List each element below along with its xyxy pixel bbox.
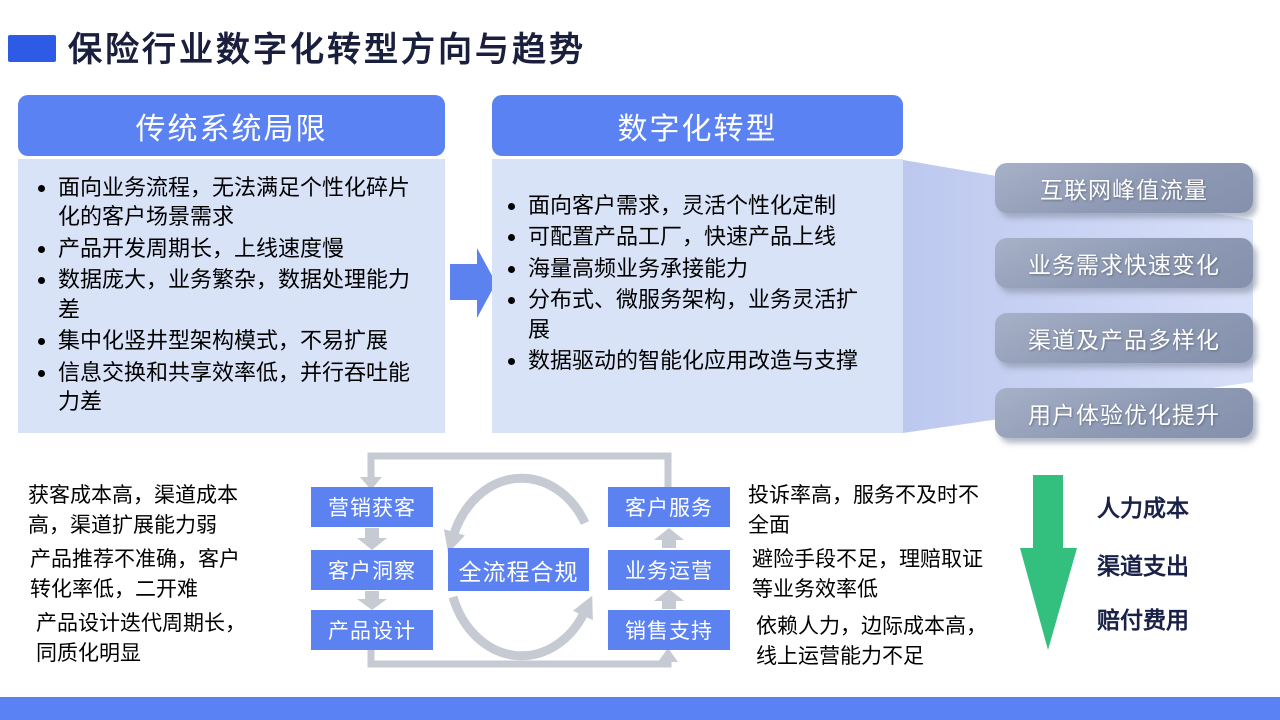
cycle-node-customer-insight: 客户洞察	[311, 550, 433, 590]
transform-panel-body: 面向客户需求，灵活个性化定制 可配置产品工厂，快速产品上线 海量高频业务承接能力…	[492, 159, 903, 433]
cycle-bottom-connector	[367, 649, 672, 668]
page-title: 保险行业数字化转型方向与趋势	[68, 31, 586, 69]
bottom-accent-bar	[0, 697, 1280, 720]
pain-point-manual-operation: 依赖人力，边际成本高，线上运营能力不足	[756, 615, 987, 669]
driver-chip-business-change: 业务需求快速变化	[995, 238, 1253, 288]
green-down-arrow-icon	[1020, 475, 1077, 650]
transform-panel-header: 数字化转型	[492, 95, 903, 156]
bullet-item: 产品开发周期长，上线速度慢	[58, 234, 415, 263]
cycle-node-product-design: 产品设计	[311, 610, 433, 650]
legacy-panel-body: 面向业务流程，无法满足个性化碎片化的客户场景需求 产品开发周期长，上线速度慢 数…	[18, 159, 445, 433]
pain-point-design-iteration: 产品设计迭代周期长，同质化明显	[36, 612, 246, 666]
cost-label-labor: 人力成本	[1097, 495, 1189, 521]
legacy-panel: 传统系统局限 面向业务流程，无法满足个性化碎片化的客户场景需求 产品开发周期长，…	[18, 95, 445, 433]
pain-point-claims-efficiency: 避险手段不足，理赔取证等业务效率低	[752, 548, 983, 602]
pain-point-complaints: 投诉率高，服务不及时不全面	[748, 484, 979, 538]
right-arrow-icon	[450, 248, 496, 318]
bullet-item: 面向业务流程，无法满足个性化碎片化的客户场景需求	[58, 173, 415, 232]
cost-label-claims: 赔付费用	[1097, 607, 1189, 633]
up-arrow-icon	[654, 589, 684, 609]
bullet-item: 数据庞大，业务繁杂，数据处理能力差	[58, 265, 415, 324]
bullet-item: 可配置产品工厂，快速产品上线	[528, 222, 879, 251]
transform-panel: 数字化转型 面向客户需求，灵活个性化定制 可配置产品工厂，快速产品上线 海量高频…	[492, 95, 903, 433]
bullet-item: 面向客户需求，灵活个性化定制	[528, 191, 879, 220]
driver-chip-internet-traffic: 互联网峰值流量	[995, 163, 1253, 213]
bullet-item: 分布式、微服务架构，业务灵活扩展	[528, 285, 879, 344]
title-accent-bar	[8, 35, 56, 62]
up-arrowhead-icon	[658, 648, 678, 662]
cycle-node-customer-service: 客户服务	[608, 487, 730, 527]
cycle-node-sales-support: 销售支持	[608, 610, 730, 650]
up-arrow-icon	[654, 528, 684, 548]
cycle-arc-bottom-icon	[448, 595, 593, 661]
cost-label-channel: 渠道支出	[1097, 553, 1189, 579]
cycle-node-compliance: 全流程合规	[448, 548, 589, 591]
cycle-arc-top-icon	[443, 473, 590, 554]
down-arrow-icon	[357, 528, 387, 550]
bullet-item: 海量高频业务承接能力	[528, 254, 879, 283]
legacy-panel-header: 传统系统局限	[18, 95, 445, 156]
bullet-item: 数据驱动的智能化应用改造与支撑	[528, 346, 879, 375]
bullet-item: 信息交换和共享效率低，并行吞吐能力差	[58, 358, 415, 417]
driver-chip-channel-diversity: 渠道及产品多样化	[995, 313, 1253, 363]
cycle-top-connector	[367, 452, 672, 487]
pain-point-acquisition-cost: 获客成本高，渠道成本高，渠道扩展能力弱	[28, 484, 238, 538]
down-arrow-icon	[357, 591, 387, 610]
cycle-node-business-operation: 业务运营	[608, 550, 730, 590]
pain-point-recommendation: 产品推荐不准确，客户转化率低，二开难	[30, 548, 240, 602]
bullet-item: 集中化竖井型架构模式，不易扩展	[58, 326, 415, 355]
driver-chip-user-experience: 用户体验优化提升	[995, 388, 1253, 438]
cycle-node-marketing: 营销获客	[311, 487, 433, 527]
